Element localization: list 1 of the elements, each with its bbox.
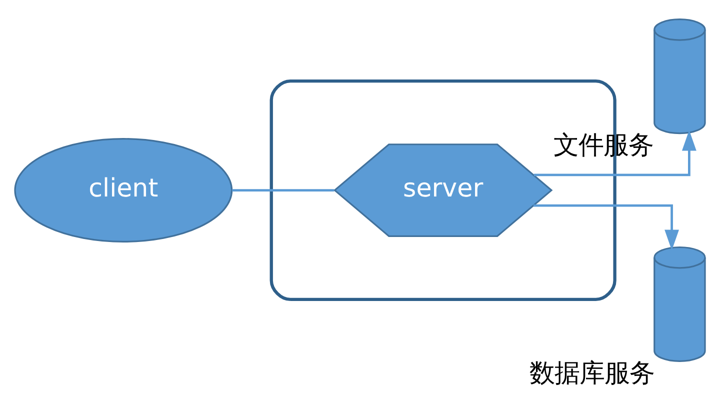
node-label: 数据库服务	[529, 356, 654, 387]
